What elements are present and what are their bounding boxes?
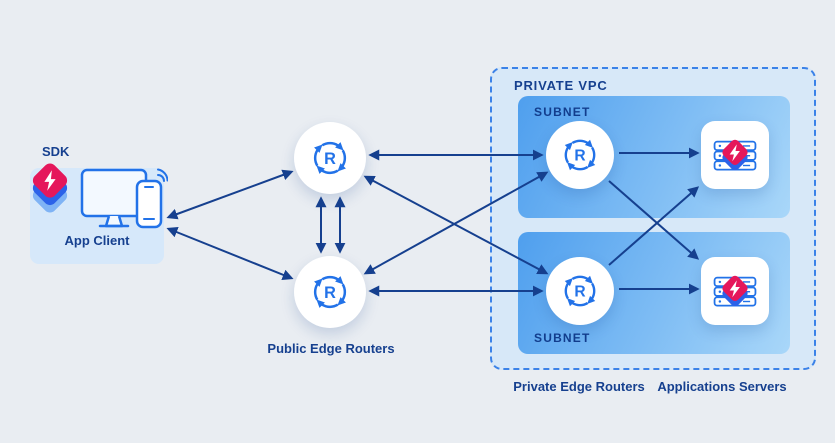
server-icon <box>703 259 767 323</box>
router-icon <box>307 269 353 315</box>
application-server-top <box>701 121 769 189</box>
phone-icon <box>135 179 163 229</box>
public-edge-router-bottom <box>294 256 366 328</box>
vpc-title: PRIVATE VPC <box>514 78 608 93</box>
private-edge-routers-caption: Private Edge Routers <box>513 379 645 394</box>
application-server-bottom <box>701 257 769 325</box>
arrow-public-bottom-to-private-top <box>363 171 549 275</box>
router-icon <box>558 133 602 177</box>
private-edge-router-top <box>546 121 614 189</box>
applications-servers-caption: Applications Servers <box>657 379 787 394</box>
router-icon <box>558 269 602 313</box>
arrow-client-to-public-bottom <box>166 226 294 281</box>
sdk-logo-icon <box>22 156 78 225</box>
sdk-label: SDK <box>42 144 70 159</box>
subnet-2-label: SUBNET <box>534 331 591 345</box>
server-icon <box>703 123 767 187</box>
router-icon <box>307 135 353 181</box>
public-edge-router-top <box>294 122 366 194</box>
client-devices-icon <box>80 164 169 245</box>
arrow-client-to-public-top <box>166 169 294 220</box>
arrow-private-bottom-to-server-top <box>608 186 700 266</box>
arrow-private-top-to-server-bottom <box>608 180 700 260</box>
public-edge-routers-caption: Public Edge Routers <box>267 341 395 356</box>
private-edge-router-bottom <box>546 257 614 325</box>
app-client-label: App Client <box>64 233 130 248</box>
signal-icon <box>157 168 169 182</box>
subnet-1-label: SUBNET <box>534 105 591 119</box>
